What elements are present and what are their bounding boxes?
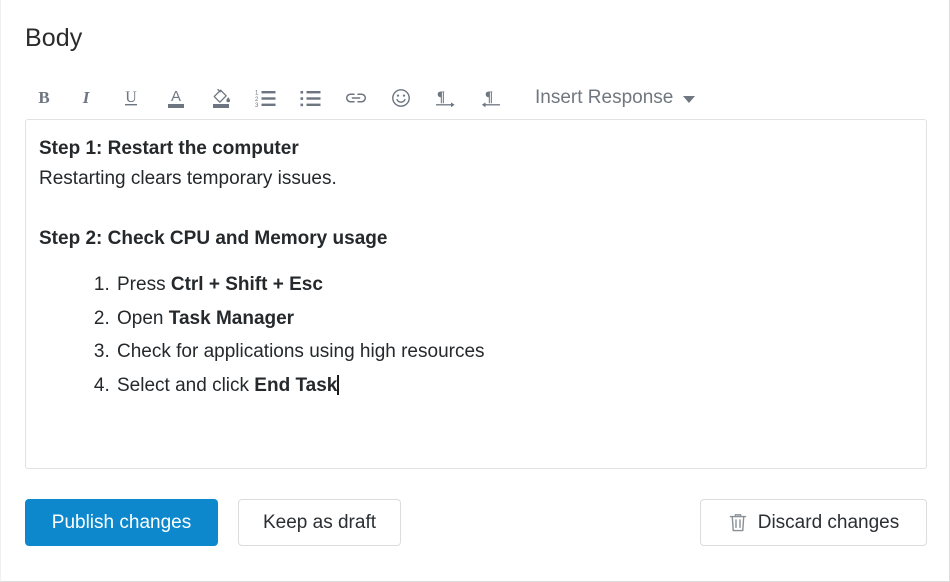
bold-icon[interactable]: B [25, 80, 63, 116]
list-item-text: Press [117, 274, 171, 295]
step-1-description: Restarting clears temporary issues. [39, 168, 337, 189]
text-direction-ltr-icon[interactable]: ¶ [423, 80, 468, 116]
svg-text:2: 2 [255, 97, 259, 103]
discard-changes-button[interactable]: Discard changes [700, 499, 927, 546]
list-item: Select and click End Task [115, 369, 908, 403]
list-item-text: Select and click [117, 374, 255, 396]
list-item: Press Ctrl + Shift + Esc [115, 268, 908, 302]
svg-text:A: A [170, 88, 180, 105]
svg-text:I: I [81, 88, 90, 107]
chevron-down-icon [683, 95, 696, 103]
insert-response-dropdown[interactable]: Insert Response [533, 80, 697, 116]
keep-as-draft-button[interactable]: Keep as draft [238, 499, 401, 546]
underline-icon[interactable]: U [108, 80, 153, 116]
blank-line [39, 194, 908, 224]
list-item-text: Check for applications using high resour… [117, 341, 485, 362]
svg-text:U: U [125, 89, 137, 106]
svg-text:¶: ¶ [437, 89, 445, 105]
keep-as-draft-label: Keep as draft [262, 511, 377, 533]
insert-response-label: Insert Response [535, 87, 674, 108]
step-2-ordered-list: Press Ctrl + Shift + Esc Open Task Manag… [39, 268, 908, 402]
fill-color-icon[interactable] [198, 80, 243, 116]
italic-icon[interactable]: I [63, 80, 108, 116]
emoji-icon[interactable] [378, 80, 423, 116]
editor-content[interactable]: Step 1: Restart the computer Restarting … [39, 134, 908, 402]
list-item-strong: End Task [254, 374, 338, 396]
page-title: Body [25, 24, 83, 52]
publish-changes-label: Publish changes [51, 511, 192, 533]
svg-text:B: B [38, 88, 49, 107]
rich-text-toolbar: B I U A [25, 80, 697, 116]
numbered-list-icon[interactable]: 1 2 3 [243, 80, 288, 116]
list-item-text: Open [117, 307, 169, 329]
step-2-heading: Step 2: Check CPU and Memory usage [39, 228, 388, 249]
text-color-icon[interactable]: A [153, 80, 198, 116]
publish-changes-button[interactable]: Publish changes [25, 499, 218, 546]
list-item-strong: Task Manager [168, 307, 295, 329]
discard-changes-label: Discard changes [757, 511, 900, 533]
list-item: Open Task Manager [115, 302, 908, 336]
list-item-strong: Ctrl + Shift + Esc [170, 274, 323, 295]
text-cursor [337, 374, 339, 395]
svg-text:1: 1 [255, 91, 259, 97]
step-1-heading: Step 1: Restart the computer [39, 138, 299, 159]
bulleted-list-icon[interactable] [288, 80, 333, 116]
list-item: Check for applications using high resour… [115, 335, 908, 369]
link-icon[interactable] [333, 80, 378, 116]
svg-text:¶: ¶ [485, 89, 493, 105]
svg-text:3: 3 [255, 103, 259, 108]
text-direction-rtl-icon[interactable]: ¶ [468, 80, 513, 116]
body-editor[interactable]: Step 1: Restart the computer Restarting … [25, 119, 927, 469]
trash-icon [729, 513, 746, 531]
